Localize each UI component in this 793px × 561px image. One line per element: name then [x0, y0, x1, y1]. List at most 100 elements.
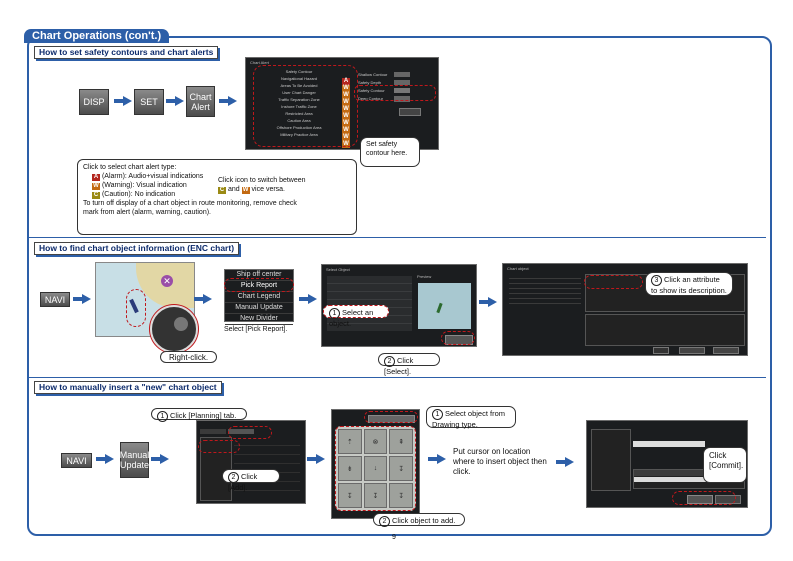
drawing-type-dialog: ⇡ ⊗ ⇞ ⇟ ↓ ↧ ↧ ↧ ↧: [331, 409, 420, 519]
note-warning: (Warning): Visual indication: [101, 182, 187, 189]
step-text: Select an object.: [329, 308, 374, 328]
manual-update-button[interactable]: Manual Update: [120, 442, 149, 478]
warning-badge-icon[interactable]: W: [342, 120, 350, 127]
alert-row[interactable]: Military Practice Area: [280, 132, 318, 137]
page-frame: [27, 36, 772, 536]
description-field[interactable]: [633, 441, 705, 447]
chart-alert-dialog: Chart Alert Safety Contour Navigational …: [245, 57, 439, 150]
step-number: 1: [157, 411, 168, 422]
menu-item-manual-update[interactable]: Manual Update: [225, 303, 293, 314]
warning-badge-icon[interactable]: W: [342, 141, 350, 148]
object-list[interactable]: [591, 429, 631, 491]
object-list[interactable]: [327, 276, 412, 331]
navi-button[interactable]: NAVI: [40, 292, 70, 307]
warning-badge-icon[interactable]: W: [342, 92, 350, 99]
object-palette: ⇡ ⊗ ⇞ ⇟ ↓ ↧ ↧ ↧ ↧: [335, 426, 416, 511]
step-number: 3: [651, 275, 662, 286]
table-row[interactable]: [634, 477, 744, 482]
section-divider: [29, 237, 766, 238]
warning-badge-icon[interactable]: W: [342, 106, 350, 113]
caution-icon: C: [92, 192, 100, 199]
menu-item-chart-legend[interactable]: Chart Legend: [225, 292, 293, 303]
note-title: Click to select chart alert type:: [83, 164, 177, 171]
menu-item-ship-off-center[interactable]: Ship off center: [225, 270, 293, 281]
select-button-highlight: [441, 331, 475, 345]
tab-planning[interactable]: [228, 429, 254, 434]
alert-row[interactable]: Areas To Be Avoided: [280, 83, 318, 88]
alert-row[interactable]: Navigational Hazard: [280, 76, 318, 81]
warning-icon: W: [241, 187, 250, 194]
warning-badge-icon[interactable]: W: [342, 134, 350, 141]
alert-row[interactable]: Restricted Area: [285, 111, 313, 116]
drawing-type-highlight: [364, 411, 418, 423]
commit-button-highlight: [672, 491, 736, 505]
alert-row[interactable]: Traffic Separation Zone: [278, 97, 320, 102]
alert-row[interactable]: User Chart Danger: [282, 90, 316, 95]
close-button[interactable]: [713, 347, 739, 354]
preview-label: Preview: [417, 274, 432, 279]
note-switch-vice: vice versa.: [251, 186, 286, 193]
depth-label: Deep Contour: [358, 96, 383, 101]
alert-type-note: Click to select chart alert type: A (Ala…: [77, 159, 357, 235]
alert-list: Safety Contour Navigational Hazard Areas…: [260, 69, 338, 139]
alert-row[interactable]: Inshore Traffic Zone: [281, 104, 317, 109]
alert-row[interactable]: Safety Contour: [285, 69, 313, 74]
commit-button[interactable]: [687, 495, 713, 504]
disp-button[interactable]: DISP: [79, 89, 109, 115]
object-marker-icon: ✕: [161, 275, 173, 287]
warning-badge-icon[interactable]: W: [342, 127, 350, 134]
warning-badge-icon[interactable]: W: [342, 113, 350, 120]
alert-row[interactable]: Offshore Production Area: [276, 125, 322, 130]
palette-item-icon[interactable]: ↧: [363, 483, 388, 508]
object-highlight: [126, 289, 146, 327]
palette-item-icon[interactable]: ⇞: [389, 429, 413, 454]
safety-contour-highlight: [354, 85, 436, 101]
palette-item-icon[interactable]: ↧: [338, 483, 362, 508]
palette-item-icon[interactable]: ↧: [389, 456, 413, 481]
chart-alert-button[interactable]: Chart Alert: [186, 86, 215, 117]
manual-update-dialog: [196, 420, 306, 504]
mouse-icon: [150, 305, 198, 353]
set-button[interactable]: SET: [134, 89, 164, 115]
arrow-icon: [556, 457, 574, 467]
attribute-list[interactable]: [509, 274, 581, 306]
depth-inputs[interactable]: [394, 72, 410, 102]
alarm-badge-icon[interactable]: A: [342, 78, 350, 85]
commit-checkbox[interactable]: [653, 347, 669, 354]
menu-item-new-divider[interactable]: New Divider: [225, 314, 293, 325]
step-number: 2: [228, 472, 239, 483]
step-text: Click an attribute to show its descripti…: [651, 275, 727, 295]
arrow-icon: [73, 294, 91, 304]
print-button[interactable]: [679, 347, 705, 354]
alert-badge-column: A W W W W W W W W W: [342, 69, 352, 148]
table-header: [634, 470, 744, 476]
note-alarm: (Alarm): Audio+visual indications: [101, 173, 204, 180]
reset-button[interactable]: [399, 108, 421, 116]
tab-list[interactable]: [200, 429, 226, 434]
step-text: Click object to add.: [392, 516, 456, 525]
add-button-highlight: [198, 440, 240, 453]
navi-button[interactable]: NAVI: [61, 453, 92, 468]
step-number: 2: [384, 356, 395, 367]
arrow-icon: [479, 297, 497, 307]
palette-item-icon[interactable]: ↓: [363, 456, 388, 481]
step-number: 2: [379, 516, 390, 527]
commit-dialog: [586, 420, 748, 508]
palette-item-icon[interactable]: ⇡: [338, 429, 362, 454]
warning-icon: W: [92, 183, 100, 190]
alert-list-highlight: [253, 65, 358, 147]
palette-item-icon[interactable]: ⊗: [363, 429, 388, 454]
palette-item-icon[interactable]: ⇟: [338, 456, 362, 481]
note-switch: Click icon to switch between C and W vic…: [218, 176, 318, 194]
warning-badge-icon[interactable]: W: [342, 85, 350, 92]
palette-item-icon[interactable]: ↧: [389, 483, 413, 508]
put-cursor-instruction: Put cursor on location where to insert o…: [453, 447, 547, 476]
alert-row[interactable]: Caution Area: [287, 118, 311, 123]
warning-badge-icon[interactable]: W: [342, 99, 350, 106]
